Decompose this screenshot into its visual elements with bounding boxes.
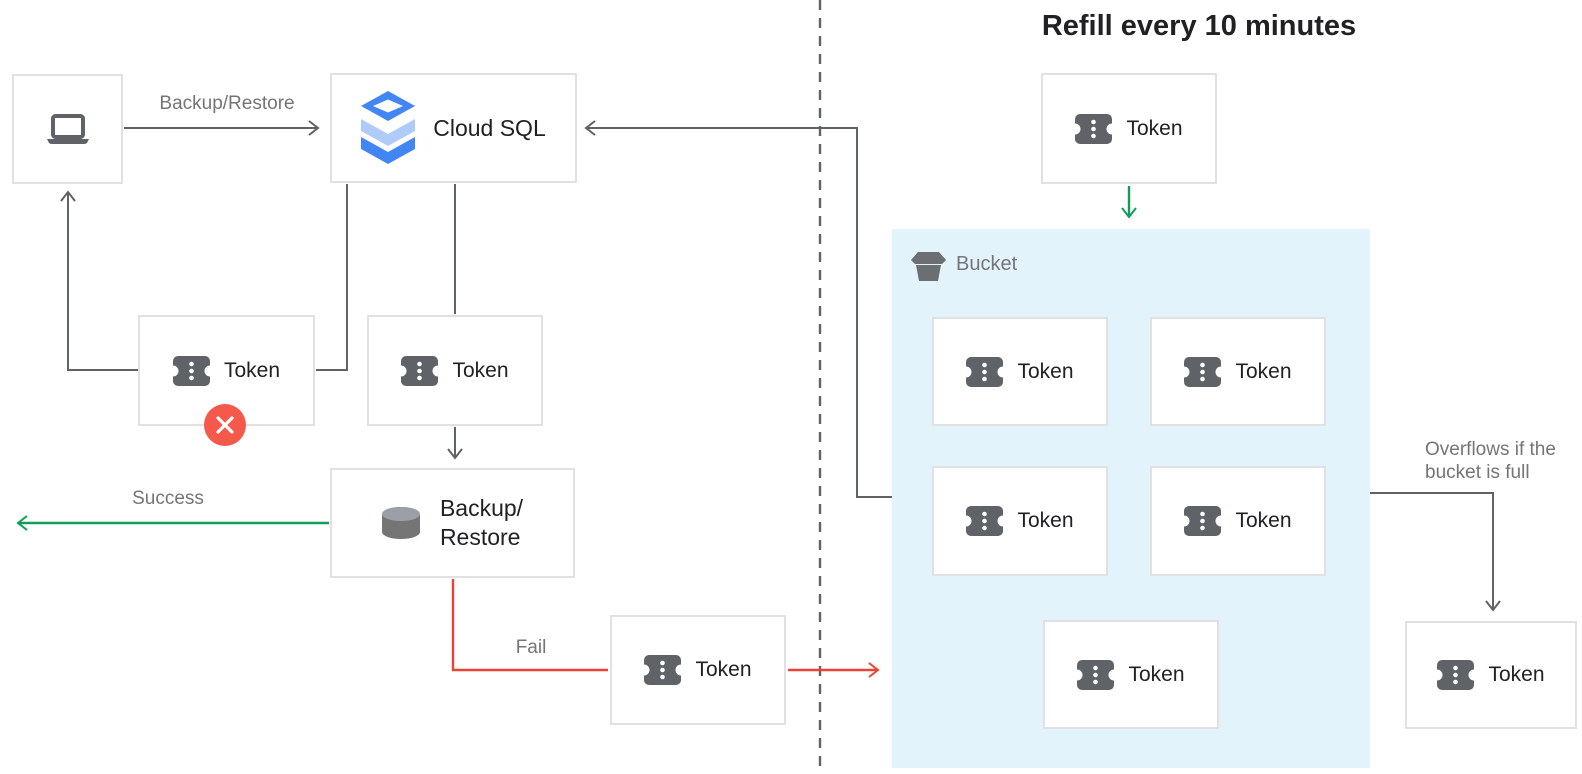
token-label: Token — [1235, 509, 1292, 532]
token-ticket-icon — [644, 655, 682, 685]
bucket-token-node: Token — [932, 466, 1108, 576]
token-ticket-icon — [1075, 113, 1113, 144]
token-ticket-icon — [1437, 660, 1475, 690]
token-label: Token — [695, 658, 752, 681]
token-ticket-icon — [172, 355, 210, 386]
overflow-label: Overflows if the bucket is full — [1425, 438, 1556, 484]
failed-token-node: Token — [138, 315, 315, 426]
edge-cloudsql-to-failed-token — [316, 184, 348, 371]
refill-title: Refill every 10 minutes — [1041, 10, 1357, 42]
token-ticket-icon — [401, 355, 439, 386]
edge-overflow-arrow — [1370, 492, 1501, 612]
token-ticket-icon — [1077, 659, 1115, 690]
fail-token-node: Token — [610, 615, 786, 725]
database-icon — [381, 507, 420, 539]
cloudsql-node: Cloud SQL — [330, 73, 577, 183]
token-ticket-icon — [1184, 506, 1222, 536]
token-label: Token — [1488, 663, 1545, 686]
error-x-icon — [204, 404, 246, 446]
backup-restore-node: Backup/ Restore — [330, 468, 575, 578]
bucket-icon — [911, 252, 946, 281]
token-label: Token — [452, 358, 509, 382]
edge-failed-token-to-client — [60, 190, 138, 371]
backup-label-line1: Backup/ — [439, 495, 524, 521]
client-node — [12, 74, 123, 184]
backup-restore-label: Backup/ Restore — [440, 494, 523, 552]
edge-bucket-to-cloudsql — [584, 120, 892, 498]
token-ticket-icon — [1184, 356, 1222, 387]
cloud-sql-icon — [361, 91, 416, 164]
cloudsql-label: Cloud SQL — [433, 114, 546, 141]
overflow-token-node: Token — [1405, 621, 1577, 729]
refill-token-node: Token — [1041, 73, 1217, 184]
success-label: Success — [132, 488, 204, 509]
bucket-token-node: Token — [1043, 620, 1219, 729]
token-label: Token — [1017, 509, 1074, 532]
token-label: Token — [1017, 359, 1074, 383]
token-label: Token — [1128, 662, 1185, 686]
fail-label: Fail — [515, 637, 547, 658]
bucket-token-node: Token — [932, 317, 1108, 426]
consumed-token-node: Token — [367, 315, 543, 426]
laptop-icon — [46, 113, 89, 144]
bucket-token-node: Token — [1150, 466, 1326, 576]
token-ticket-icon — [966, 356, 1004, 387]
overflow-label-line1: Overflows if the — [1425, 439, 1556, 460]
token-label: Token — [1126, 116, 1183, 140]
backup-label-line2: Restore — [439, 524, 521, 550]
bucket-label: Bucket — [956, 253, 1018, 275]
bucket-token-node: Token — [1150, 317, 1326, 426]
token-ticket-icon — [966, 506, 1004, 536]
overflow-label-line2: bucket is full — [1425, 462, 1530, 483]
backup-restore-arrow-label: Backup/Restore — [159, 93, 295, 114]
token-label: Token — [1235, 359, 1292, 383]
token-label: Token — [223, 358, 281, 382]
